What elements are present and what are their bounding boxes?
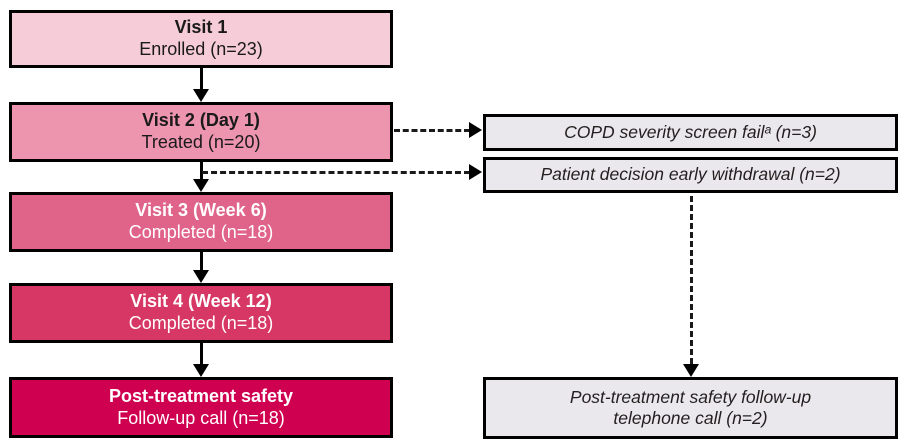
- arrow-line-visit4-to-posttreatment: [200, 343, 203, 366]
- flow-box-copd-screen-fail: COPD severity screen failᵃ (n=3): [483, 114, 898, 151]
- visit-3-title: Visit 3 (Week 6): [135, 200, 267, 221]
- flow-box-visit-4: Visit 4 (Week 12) Completed (n=18): [9, 283, 393, 343]
- flow-box-post-treatment-telephone: Post-treatment safety follow-up telephon…: [483, 377, 898, 439]
- arrow-line-visit2-to-visit3: [200, 162, 203, 181]
- flow-box-post-treatment-safety: Post-treatment safety Follow-up call (n=…: [9, 377, 393, 438]
- visit-4-title: Visit 4 (Week 12): [130, 291, 272, 312]
- post-treatment-title: Post-treatment safety: [108, 385, 294, 406]
- dashed-arrow-connector-to-withdrawal: [202, 171, 470, 174]
- arrowhead-down-icon: [193, 179, 209, 192]
- arrowhead-down-icon: [683, 364, 699, 377]
- post-treatment-telephone-line2: telephone call (n=2): [613, 408, 768, 428]
- arrowhead-right-icon: [469, 122, 482, 138]
- dashed-arrow-withdrawal-to-telephone: [690, 196, 693, 364]
- visit-1-title: Visit 1: [174, 17, 228, 38]
- arrowhead-down-icon: [193, 364, 209, 377]
- visit-1-subtitle: Enrolled (n=23): [139, 39, 263, 59]
- arrowhead-down-icon: [193, 270, 209, 283]
- post-treatment-subtitle: Follow-up call (n=18): [117, 407, 285, 428]
- flow-box-early-withdrawal: Patient decision early withdrawal (n=2): [483, 157, 898, 193]
- dashed-arrow-visit2-to-copd: [394, 129, 470, 132]
- arrow-line-visit1-to-visit2: [200, 68, 203, 91]
- arrowhead-right-icon: [469, 164, 482, 180]
- post-treatment-telephone-line1: Post-treatment safety follow-up: [569, 386, 812, 407]
- visit-3-subtitle: Completed (n=18): [128, 222, 274, 242]
- visit-2-subtitle: Treated (n=20): [141, 132, 261, 152]
- copd-screen-fail-label: COPD severity screen failᵃ (n=3): [564, 121, 817, 142]
- arrowhead-down-icon: [193, 89, 209, 102]
- flow-box-visit-1: Visit 1 Enrolled (n=23): [9, 10, 393, 68]
- flow-box-visit-2: Visit 2 (Day 1) Treated (n=20): [9, 102, 393, 162]
- arrow-line-visit3-to-visit4: [200, 252, 203, 272]
- flow-box-visit-3: Visit 3 (Week 6) Completed (n=18): [9, 192, 393, 252]
- visit-4-subtitle: Completed (n=18): [128, 313, 274, 333]
- visit-2-title: Visit 2 (Day 1): [142, 110, 260, 131]
- early-withdrawal-label: Patient decision early withdrawal (n=2): [540, 164, 841, 185]
